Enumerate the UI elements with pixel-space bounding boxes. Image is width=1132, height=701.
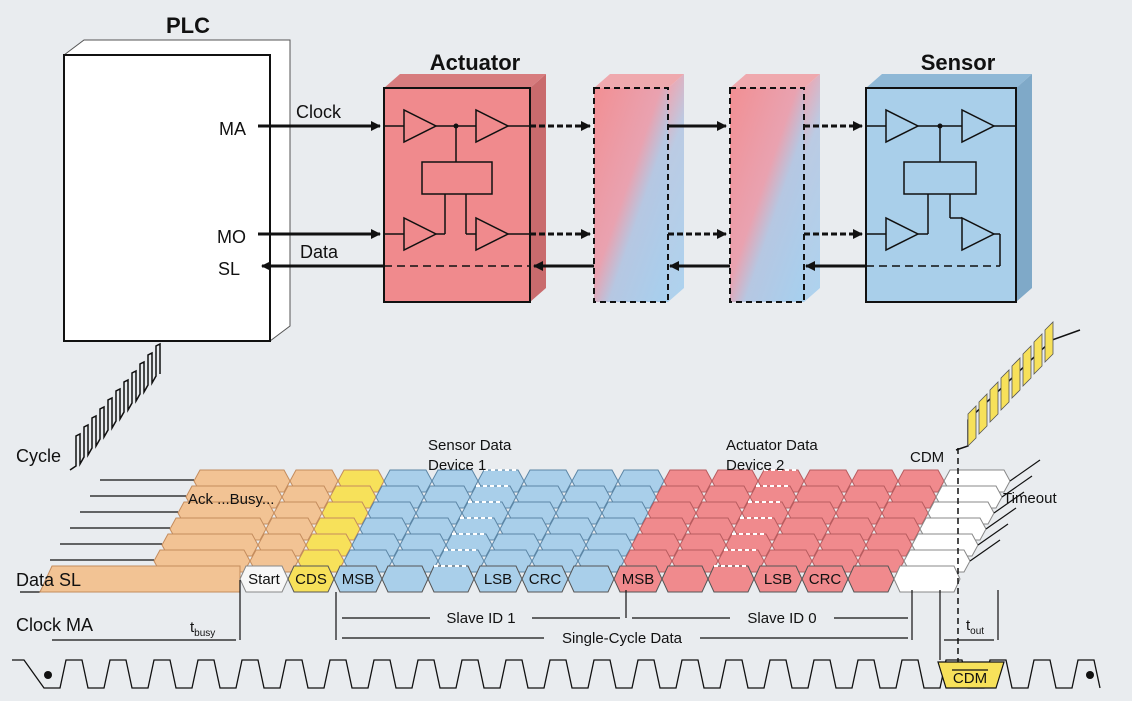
actuator-title: Actuator [430, 50, 521, 75]
port-ma-label: MA [219, 119, 246, 139]
sensor-block: Sensor [865, 50, 1032, 303]
data-label: Data [300, 242, 339, 262]
frame-field [847, 565, 895, 593]
clock-ma-label: Clock MA [16, 615, 93, 635]
timeout-label: Timeout [1003, 490, 1057, 507]
clock-end-dot [1086, 671, 1094, 679]
actuator-data-label-2: Device 2 [726, 457, 784, 474]
clock-label: Clock [296, 102, 342, 122]
sensor-title: Sensor [921, 50, 996, 75]
frame-field-label: MSB [622, 571, 655, 588]
cdm-bottom-label: CDM [953, 670, 987, 687]
cycle-pulses [69, 342, 161, 471]
cdm-ramp [955, 321, 1081, 451]
frame-field-label: CDS [295, 571, 327, 588]
frame-field [707, 565, 755, 593]
actuator-links [530, 121, 596, 271]
frame-field-label: Start [248, 571, 281, 588]
clock-waveform [12, 659, 1101, 689]
frame-field-label: CRC [529, 571, 562, 588]
frame-field [661, 565, 709, 593]
frame-field-label: MSB [342, 571, 375, 588]
slave-id-1-label: Slave ID 1 [446, 610, 515, 627]
sensor-data-label-1: Sensor Data [428, 437, 512, 454]
single-cycle-label: Single-Cycle Data [562, 630, 683, 647]
cdm-top-label: CDM [910, 449, 944, 466]
cycle-label: Cycle [16, 446, 61, 466]
actuator-block: Actuator [383, 50, 546, 303]
port-sl-label: SL [218, 259, 240, 279]
plc-title: PLC [166, 13, 210, 38]
frame-field-label: LSB [764, 571, 792, 588]
sensor-data-label-2: Device 1 [428, 457, 486, 474]
t-out-label: tout [966, 617, 984, 637]
actuator-data-label-1: Actuator Data [726, 437, 818, 454]
ack-busy-label: Ack ...Busy... [188, 491, 274, 508]
cable-links [668, 121, 730, 271]
frame-field [381, 565, 429, 593]
clock-start-dot [44, 671, 52, 679]
front-frame: Start CDS MSB LSB CRC MSB LSB CRC [20, 565, 961, 593]
stacked-frames [50, 459, 1041, 573]
data-sl-label: Data SL [16, 570, 81, 590]
frame-field [567, 565, 615, 593]
sensor-links [804, 121, 866, 271]
plc-links: Clock Data [258, 102, 384, 271]
slave-id-0-label: Slave ID 0 [747, 610, 816, 627]
cable-block-1 [593, 74, 684, 303]
timing-annotations [52, 580, 999, 660]
frame-field [427, 565, 475, 593]
frame-field-label: LSB [484, 571, 512, 588]
cable-block-2 [729, 74, 820, 303]
port-mo-label: MO [217, 227, 246, 247]
t-busy-label: tbusy [190, 619, 215, 639]
frame-field-label: CRC [809, 571, 842, 588]
plc-block: PLC MA MO SL [63, 13, 291, 342]
